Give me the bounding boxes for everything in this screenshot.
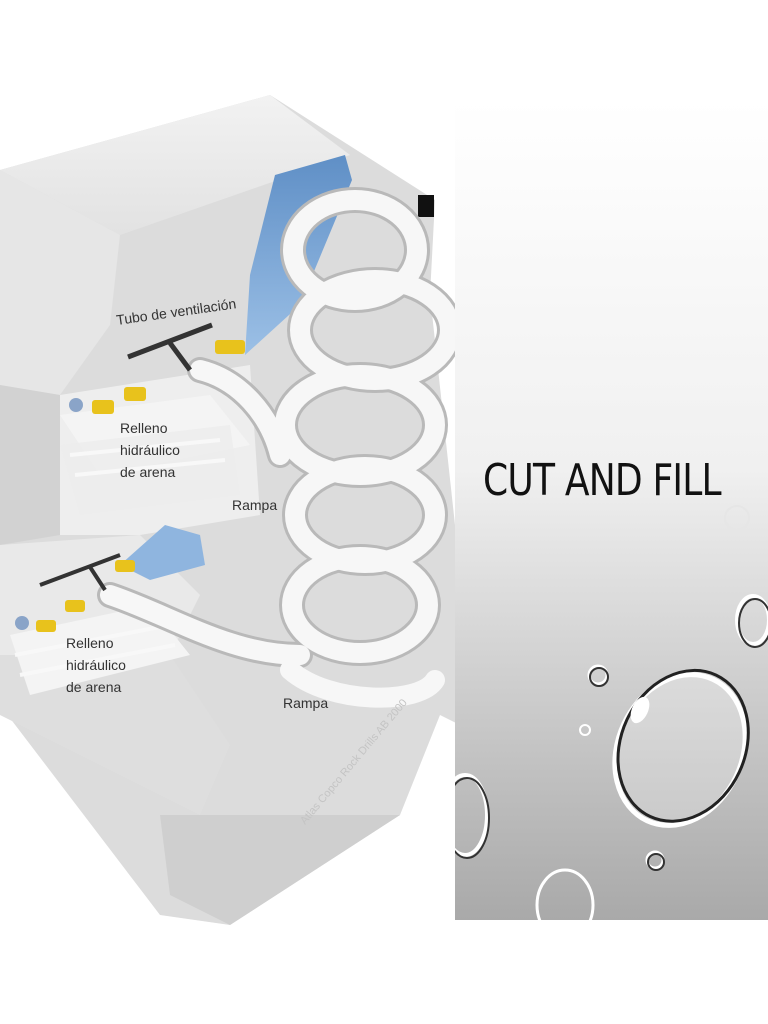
ventilation-duct-top: [127, 322, 213, 372]
fill-label-bottom-line3: de arena: [66, 679, 121, 695]
ventilation-shaft: [418, 195, 434, 217]
slide-title: CUT AND FILL: [483, 455, 722, 506]
ramp-label-top: Rampa: [232, 497, 277, 513]
fill-label-top-line2: hidráulico: [120, 442, 180, 458]
ventilation-duct-bottom: [39, 553, 121, 592]
cut-and-fill-mine-diagram: Tubo de ventilación Relleno hidráulico d…: [0, 95, 460, 925]
fill-label-bottom-line2: hidráulico: [66, 657, 126, 673]
sand-fill-layers-top: [60, 395, 250, 515]
mining-machines: [15, 340, 245, 632]
fill-label-bottom-line1: Relleno: [66, 635, 114, 651]
ramp-label-bottom: Rampa: [283, 695, 328, 711]
spiral-ramp: [97, 187, 460, 708]
fill-label-top-line3: de arena: [120, 464, 175, 480]
fill-label-top-line1: Relleno: [120, 420, 168, 436]
water-droplets: [455, 505, 768, 920]
water-droplet-background: [455, 100, 768, 920]
